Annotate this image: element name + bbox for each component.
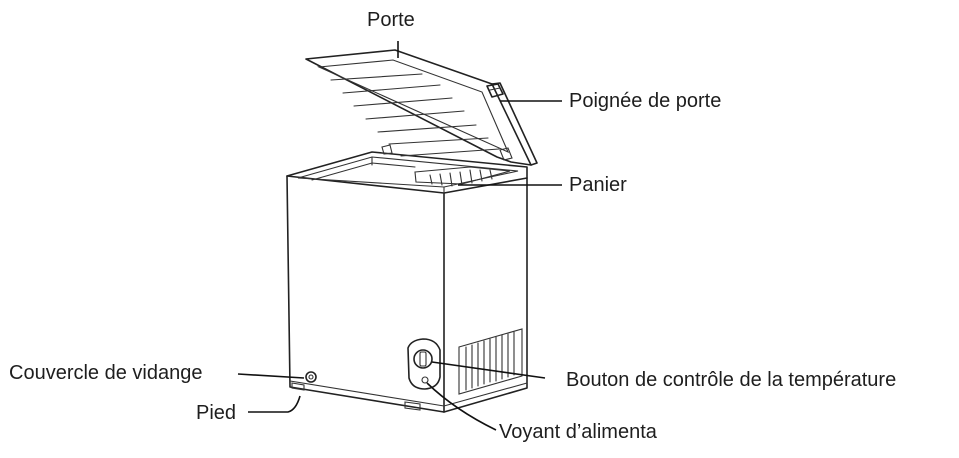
label-door-handle: Poignée de porte xyxy=(569,90,722,112)
leader-lines xyxy=(237,41,562,431)
label-foot: Pied xyxy=(196,402,237,424)
leader-power-light xyxy=(426,382,497,431)
leader-temperature-knob xyxy=(431,361,546,379)
door-handle xyxy=(486,83,504,98)
basket xyxy=(414,166,511,187)
lid xyxy=(305,49,538,166)
drain-cover-icon xyxy=(305,371,317,383)
label-temperature-knob: Bouton de contrôle de la température xyxy=(566,369,897,391)
temperature-knob-icon xyxy=(413,349,433,369)
label-door: Porte xyxy=(367,9,415,31)
cabinet-body xyxy=(286,151,528,413)
power-light-icon xyxy=(421,376,429,384)
label-power-light: Voyant d’alimenta xyxy=(499,421,657,443)
control-panel xyxy=(407,338,441,390)
label-basket: Panier xyxy=(569,174,627,196)
leader-drain-cover xyxy=(237,373,305,379)
label-drain-cover: Couvercle de vidange xyxy=(9,362,203,384)
drain-and-foot xyxy=(291,371,421,411)
vent-grille xyxy=(458,328,523,395)
leader-foot xyxy=(248,395,301,413)
